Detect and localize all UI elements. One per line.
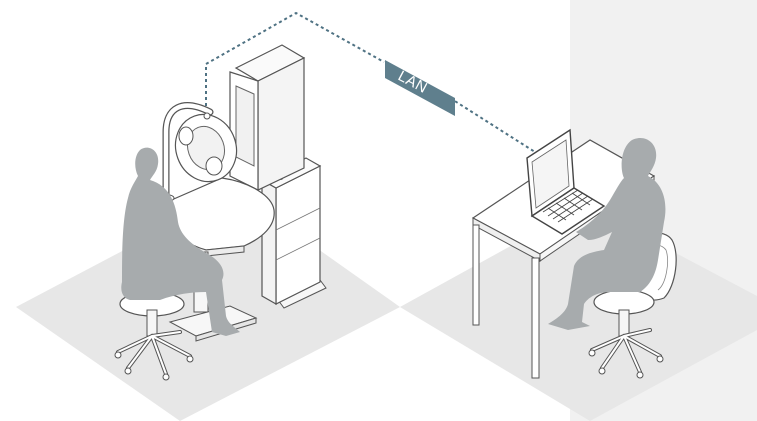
person-icon-left: [121, 147, 240, 336]
lan-link-right: [449, 97, 536, 153]
monitor-icon: [229, 44, 306, 191]
lan-badge: LAN: [385, 60, 455, 116]
instrument-cabinet-icon: [260, 157, 327, 309]
examination-device-icon: [157, 102, 238, 202]
person-icon-right: [548, 138, 666, 330]
laptop-icon: [526, 128, 606, 235]
lan-link-left: [205, 11, 385, 112]
